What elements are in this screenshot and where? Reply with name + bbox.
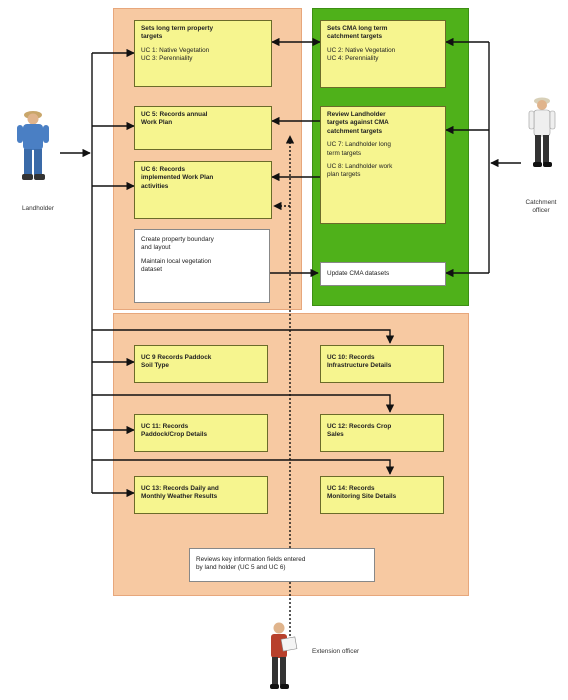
box-title-line: Sets long term property <box>141 25 214 32</box>
use-case-box-uc10: UC 10: Records Infrastructure Details <box>320 345 444 383</box>
box-title-line: UC 14: Records <box>327 485 375 492</box>
box-line: Create property boundary <box>141 236 214 243</box>
landholder-person-icon <box>13 105 53 185</box>
use-case-box-uc13: UC 13: Records Daily and Monthly Weather… <box>134 476 268 514</box>
box-line: plan targets <box>327 171 361 179</box>
box-line: UC 2: Native Vegetation <box>327 46 396 54</box>
box-line: UC 7: Landholder long <box>327 141 391 149</box>
use-case-box-review-targets: Review Landholder targets against CMA ca… <box>320 106 446 224</box>
box-title-line: Soil Type <box>141 362 169 370</box>
box-title-line: activities <box>141 182 169 190</box>
box-title-line: Monthly Weather Results <box>141 493 218 501</box>
box-title-line: UC 6: Records <box>141 166 186 173</box>
box-title-line: Sets CMA long term <box>327 25 388 32</box>
box-title-line: Work Plan <box>141 119 173 127</box>
box-line: Reviews key information fields entered <box>196 556 306 563</box>
landholder-label: Landholder <box>22 205 54 212</box>
box-title-line: Review Landholder <box>327 111 386 118</box>
box-title-line: targets <box>141 33 163 41</box>
box-title-line: Paddock/Crop Details <box>141 431 208 439</box>
box-title-line: UC 12: Records Crop <box>327 423 392 430</box>
extension-review-box: Reviews key information fields entered b… <box>189 548 375 582</box>
box-line: UC 1: Native Vegetation <box>141 46 210 54</box>
use-case-box-cma-targets: Sets CMA long term catchment targets UC … <box>320 20 446 88</box>
catchment-officer-label-line: officer <box>532 207 550 214</box>
catchment-officer-label-line: Catchment <box>525 199 557 206</box>
box-title-line: UC 11: Records <box>141 423 189 430</box>
box-title-line: UC 9 Records Paddock <box>141 354 212 361</box>
update-cma-datasets-box: Update CMA datasets <box>320 262 446 286</box>
property-boundary-box: Create property boundary and layout Main… <box>134 229 270 303</box>
box-title-line: implemented Work Plan <box>141 174 214 182</box>
box-line: and layout <box>141 244 171 252</box>
box-title-line: Monitoring Site Details <box>327 493 397 501</box>
box-line: term targets <box>327 149 362 157</box>
use-case-box-uc5: UC 5: Records annual Work Plan <box>134 106 272 150</box>
box-title-line: catchment targets <box>327 127 383 135</box>
use-case-box-uc9: UC 9 Records Paddock Soil Type <box>134 345 268 383</box>
box-title-line: Sales <box>327 431 344 439</box>
box-title-line: Infrastructure Details <box>327 362 392 370</box>
box-title-line: UC 13: Records Daily and <box>141 485 219 492</box>
use-case-box-uc12: UC 12: Records Crop Sales <box>320 414 444 452</box>
box-title-line: catchment targets <box>327 33 383 41</box>
use-case-box-uc6: UC 6: Records implemented Work Plan acti… <box>134 161 272 219</box>
box-line: by land holder (UC 5 and UC 6) <box>196 564 286 572</box>
use-case-box-uc14: UC 14: Records Monitoring Site Details <box>320 476 444 514</box>
use-case-box-uc11: UC 11: Records Paddock/Crop Details <box>134 414 268 452</box>
use-case-box-long-term-property-targets: Sets long term property targets UC 1: Na… <box>134 20 272 87</box>
extension-officer-person-reading-icon <box>262 618 300 698</box>
box-title-line: UC 5: Records annual <box>141 111 208 118</box>
box-line: Maintain local vegetation <box>141 257 212 265</box>
catchment-officer-label: Catchment officer <box>515 199 567 215</box>
box-line: dataset <box>141 266 162 274</box>
catchment-officer-person-icon <box>526 93 558 171</box>
box-line: UC 3: Perenniality <box>141 55 193 63</box>
box-line: UC 4: Perenniality <box>327 55 379 63</box>
box-line: Update CMA datasets <box>327 270 390 277</box>
box-line: UC 8: Landholder work <box>327 163 393 171</box>
box-title-line: UC 10: Records <box>327 354 375 361</box>
box-title-line: targets against CMA <box>327 119 389 127</box>
extension-officer-label: Extension officer <box>312 648 360 655</box>
